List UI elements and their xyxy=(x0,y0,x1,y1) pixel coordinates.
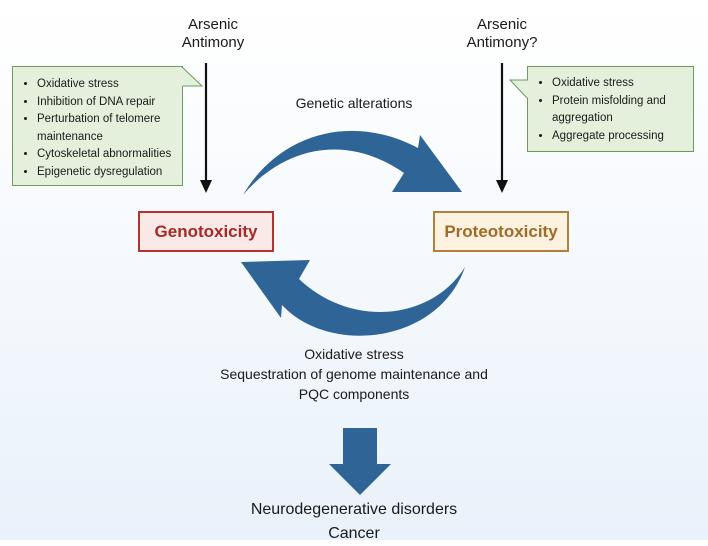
right-callout-item: Aggregate processing xyxy=(552,128,693,146)
bottom-label-line-2: Sequestration of genome maintenance and xyxy=(220,366,488,382)
left-callout-item: Cytoskeletal abnormalities xyxy=(37,146,182,164)
left-down-arrow-head xyxy=(200,180,212,193)
proteotoxicity-node: Proteotoxicity xyxy=(433,211,569,252)
right-callout: Oxidative stress Protein misfolding and … xyxy=(527,66,694,152)
right-callout-list: Oxidative stress Protein misfolding and … xyxy=(528,75,693,145)
left-callout-item: Epigenetic dysregulation xyxy=(37,164,182,182)
bottom-label-line-1: Oxidative stress xyxy=(304,346,404,362)
right-down-arrow-head xyxy=(496,180,508,193)
bottom-label-line-3: PQC components xyxy=(298,386,410,402)
right-source-label: Arsenic Antimony? xyxy=(442,16,562,52)
top-arrow-label: Genetic alterations xyxy=(295,95,413,111)
outcomes: Neurodegenerative disorders Cancer xyxy=(154,498,554,546)
left-callout: Oxidative stress Inhibition of DNA repai… xyxy=(12,66,183,186)
genotoxicity-node: Genotoxicity xyxy=(138,211,274,252)
left-callout-item: Inhibition of DNA repair xyxy=(37,94,182,112)
left-callout-item: Perturbation of telomere maintenance xyxy=(37,111,182,146)
left-source-line-1: Arsenic xyxy=(187,16,239,33)
outcome-down-arrow xyxy=(329,428,391,495)
bottom-curved-arrow xyxy=(241,260,465,336)
outcome-cancer: Cancer xyxy=(328,525,380,542)
left-callout-list: Oxidative stress Inhibition of DNA repai… xyxy=(13,76,182,181)
left-callout-item: Oxidative stress xyxy=(37,76,182,94)
outcome-neurodegenerative: Neurodegenerative disorders xyxy=(250,501,458,518)
right-callout-item: Oxidative stress xyxy=(552,75,693,93)
left-source-label: Arsenic Antimony xyxy=(153,16,273,52)
bottom-arrow-label: Oxidative stress Sequestration of genome… xyxy=(154,344,554,404)
right-callout-item: Protein misfolding and aggregation xyxy=(552,93,693,128)
right-source-line-1: Arsenic xyxy=(476,16,528,33)
left-source-line-2: Antimony xyxy=(181,34,245,51)
right-source-line-2: Antimony? xyxy=(466,34,538,51)
top-curved-arrow xyxy=(243,130,462,195)
